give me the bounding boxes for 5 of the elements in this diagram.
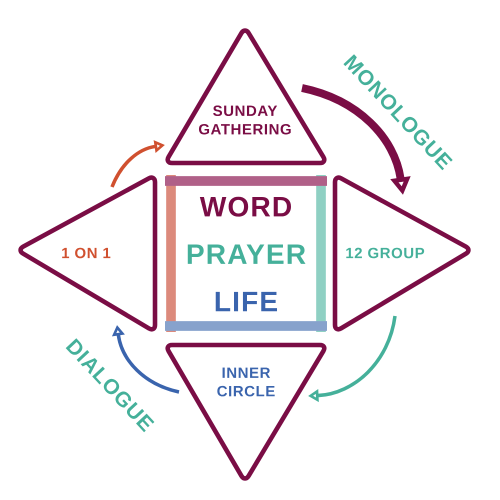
word-square: WORD PRAYER LIFE (165, 175, 327, 332)
triangle: 1 ON 1 (18, 175, 158, 332)
triangle: SUNDAY GATHERING (165, 28, 327, 166)
triangle: INNER CIRCLE (165, 342, 327, 481)
triangle: 12 GROUP (332, 175, 471, 332)
